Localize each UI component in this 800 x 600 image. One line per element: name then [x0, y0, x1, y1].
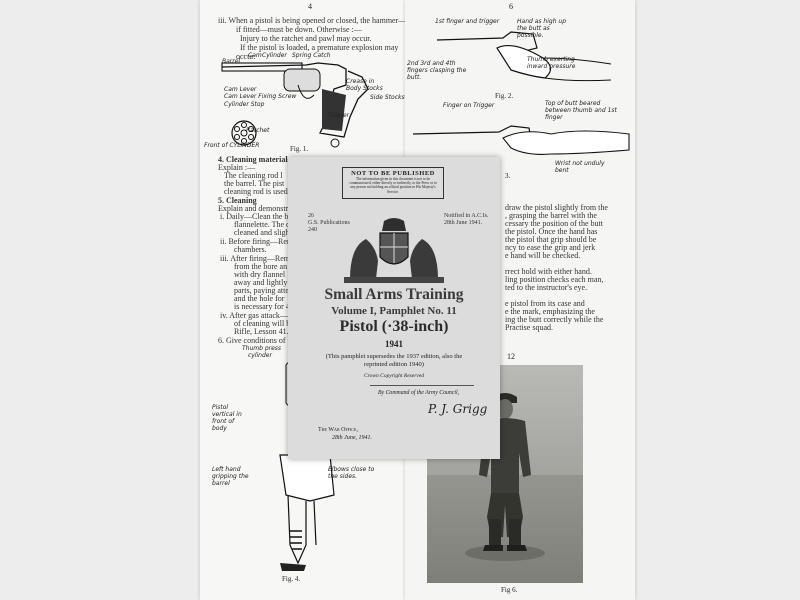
label: 1st finger and trigger [435, 18, 500, 25]
text-line: ii. Before firing—Remo [220, 237, 298, 246]
text-line: the barrel. The pist [224, 179, 285, 188]
command-line: By Command of the Army Council, [378, 390, 460, 396]
text-line: i. Daily—Clean the bo [220, 212, 293, 221]
text-line: e the mark, emphasizing the [505, 307, 595, 316]
office-date: 28th June, 1941. [332, 435, 372, 441]
copyright-line: Crown Copyright Reserved [364, 373, 424, 379]
text-line: cleaning rod is used. [224, 187, 290, 196]
text-line: of cleaning will b [234, 319, 291, 328]
text-line: e pistol from its case and [505, 299, 585, 308]
text-line: e hand will be checked. [505, 251, 581, 260]
text-line: cessary the position of the butt [505, 219, 603, 228]
text-line: iii. When a pistol is being opened or cl… [218, 16, 407, 25]
text-line: occur. [236, 52, 256, 61]
page-number: 6 [509, 2, 513, 11]
text-line: iv. After gas attack—A [220, 311, 294, 320]
label: Spring Catch [292, 52, 331, 59]
text-line: and the hole for [234, 294, 285, 303]
label: Trigger [328, 112, 350, 119]
pamphlet-cover: NOT TO BE PUBLISHED The information give… [288, 157, 500, 459]
text-line: Practise squad. [505, 323, 553, 332]
text-line: iii. After firing—Remov [220, 254, 298, 263]
label: Finger on Trigger [443, 102, 495, 109]
label: Crease in Body Stocks [346, 78, 383, 92]
text-line: flannelette. The c [234, 220, 290, 229]
label: cylinder [248, 352, 272, 359]
pamphlet-subject: Pistol (·38-inch) [339, 318, 449, 335]
label: Side Stocks [370, 94, 405, 101]
text-line: is necessary for 4 [234, 302, 290, 311]
publication-reference: 26 G.S. Publications 240 [308, 213, 350, 233]
label: Hand as high up the butt as possible. [517, 18, 567, 39]
label: Front of CYLINDER [204, 142, 260, 149]
label: Cam [248, 52, 262, 59]
text-line: If the pistol is loaded, a premature exp… [240, 43, 399, 52]
text-line: Explain :— [218, 163, 256, 172]
label: Thumb exerting inward pressure [527, 56, 576, 70]
year: 1941 [385, 339, 403, 349]
figure-caption: Fig. 4. [282, 575, 301, 583]
label: Ratchet [246, 127, 270, 134]
text-line: The cleaning rod l [224, 171, 283, 180]
label: Top of butt beared between thumb and 1st… [545, 100, 617, 121]
restriction-title: NOT TO BE PUBLISHED [351, 170, 435, 177]
label: Elbows close to the sides. [328, 466, 375, 480]
figure-caption: Fig. 2. [495, 92, 514, 100]
revolver-grip-diagram [436, 31, 612, 82]
text-line: ted to the instructor's eye. [505, 283, 588, 292]
text-line: away and lightly [234, 278, 288, 287]
text-line: rrect hold with either hand. [505, 267, 592, 276]
text-line: Explain and demonstrat [218, 204, 294, 213]
text-line: if fitted—must be down. Otherwise :— [236, 25, 362, 34]
figure-caption: 3. [505, 172, 511, 180]
restriction-text: The information given in this document i… [349, 177, 437, 194]
text-line: , grasping the barrel with the [505, 211, 597, 220]
text-line: Rifle, Lesson 41. [234, 327, 289, 336]
label: Cam Lever [224, 86, 257, 93]
figure-caption: Fig 6. [501, 586, 518, 594]
label: Left hand gripping the barrel [212, 466, 249, 487]
trigger-hold-diagram [412, 125, 630, 155]
text-line: 6. Give conditions of tes [218, 336, 297, 345]
restriction-notice-box: NOT TO BE PUBLISHED The information give… [342, 167, 444, 199]
text-line: draw the pistol slightly from the [505, 203, 608, 212]
page-number: 12 [507, 352, 515, 361]
text-line: Injury to the ratchet and pawl may occur… [240, 34, 372, 43]
text-line: ncy to ease the grip and jerk [505, 243, 596, 252]
text-line: the pistol that grip should be [505, 235, 597, 244]
office-line: The War Office, [318, 427, 358, 433]
label: Thumb press [242, 345, 282, 352]
divider [370, 385, 474, 386]
text-line: parts, paying atten [234, 286, 293, 295]
revolver-diagram [221, 62, 369, 148]
signature: P. J. Grigg [428, 402, 488, 416]
text-line: cleaned and slight [234, 228, 292, 237]
text-line: ing the butt correctly while the [505, 315, 604, 324]
section-heading: 5. Cleaning [218, 196, 257, 205]
text-line: chambers. [234, 245, 267, 254]
label: 2nd 3rd and 4th fingers clasping the but… [407, 60, 467, 81]
text-line: ling position checks each man, [505, 275, 604, 284]
pamphlet-title: Small Arms Training [324, 286, 464, 303]
soldier-photograph [427, 365, 583, 583]
text-line: with dry flannel [234, 270, 286, 279]
label: Cylinder [262, 52, 287, 59]
volume-number: Volume I, Pamphlet No. 11 [331, 305, 457, 317]
label: Wrist not unduly bent [555, 160, 605, 174]
label: Barrel [222, 58, 241, 65]
page-number: 4 [308, 2, 312, 11]
text-line: from the bore an [234, 262, 288, 271]
label: Cylinder Stop [224, 101, 265, 108]
label: Pistol vertical in front of body [212, 404, 242, 432]
notification-reference: Notified in A.C.Is. 28th June 1941. [444, 213, 489, 226]
soldier-silhouette [427, 365, 583, 583]
figure-caption: Fig. 1. [290, 145, 309, 153]
label: Cam Lever Fixing Screw [224, 93, 297, 100]
section-heading: 4. Cleaning materials [218, 155, 291, 164]
supersedes-note: (This pamphlet supersedes the 1937 editi… [325, 353, 463, 368]
text-line: the pistol. Once the hand has [505, 227, 598, 236]
royal-coat-of-arms-emblem [344, 218, 444, 283]
